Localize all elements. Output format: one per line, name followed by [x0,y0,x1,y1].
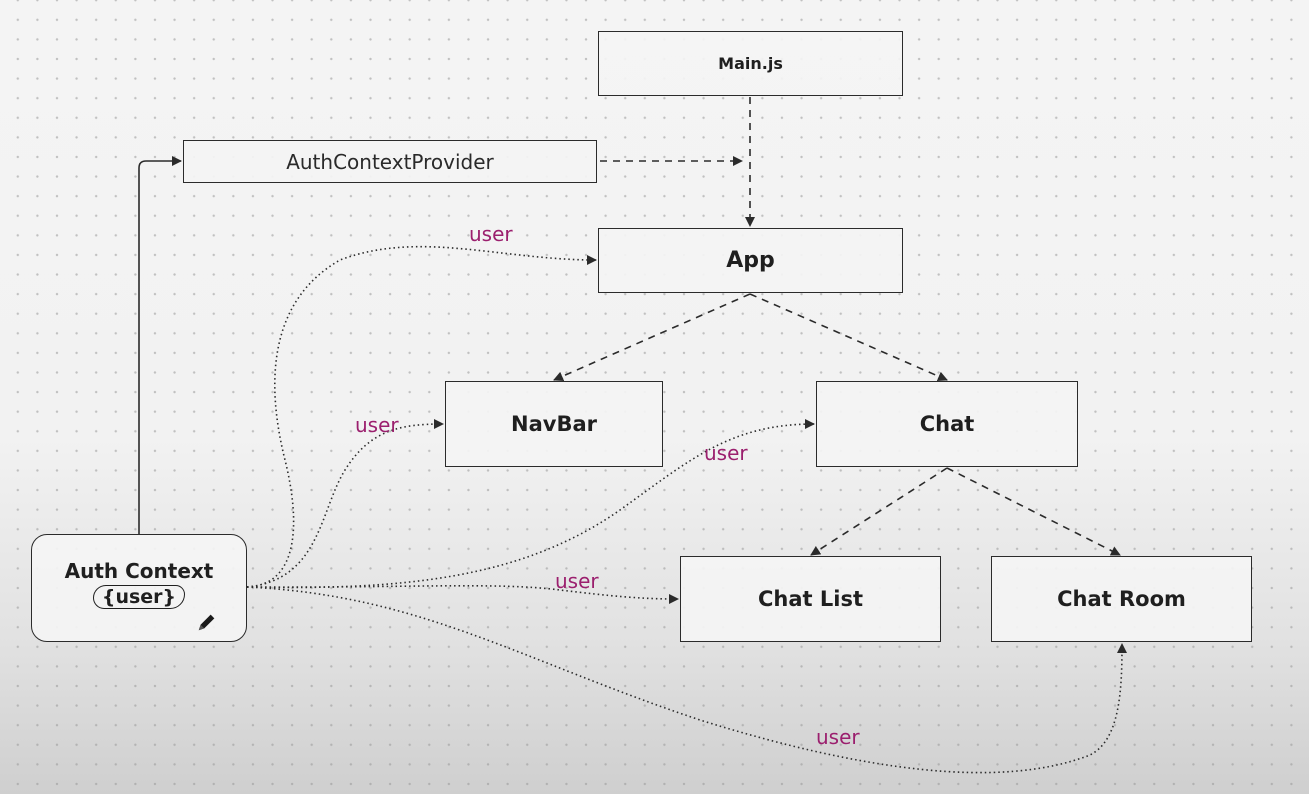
edge-app-to-chat [749,293,948,381]
node-main-js-label: Main.js [718,54,783,73]
node-chat[interactable]: Chat [816,381,1078,467]
edge-app-to-navbar [553,293,751,381]
edge-chat-to-chatroom [946,467,1121,556]
node-chat-room[interactable]: Chat Room [991,556,1252,642]
node-chat-list[interactable]: Chat List [680,556,941,642]
node-navbar[interactable]: NavBar [445,381,663,467]
node-chat-room-label: Chat Room [1057,587,1186,611]
edge-user-to-chatroom [246,586,1127,774]
edge-auth-to-provider [138,156,182,534]
edge-user-to-app [246,245,597,588]
node-auth-context-title: Auth Context [64,559,214,583]
edge-label-user-chat-room: user [816,725,860,749]
node-auth-context-provider-label: AuthContextProvider [286,149,494,174]
node-app-label: App [726,248,775,273]
node-chat-list-label: Chat List [758,587,863,611]
node-chat-label: Chat [919,412,975,436]
node-app[interactable]: App [598,228,903,293]
edge-user-to-chat [246,419,815,589]
edge-user-to-chatlist [246,584,679,604]
edge-label-user-chat: user [704,441,748,465]
edge-chat-to-chatlist [810,467,948,556]
node-auth-context-value: {user} [92,585,186,609]
node-auth-context[interactable]: Auth Context {user} [31,534,247,642]
pencil-icon[interactable] [196,611,218,633]
node-navbar-label: NavBar [511,412,597,436]
edge-label-user-app: user [469,222,513,246]
edge-user-to-navbar [246,419,444,588]
node-main-js[interactable]: Main.js [598,31,903,96]
edge-label-user-chat-list: user [555,569,599,593]
node-auth-context-provider[interactable]: AuthContextProvider [183,140,597,183]
edge-label-user-navbar: user [355,413,399,437]
